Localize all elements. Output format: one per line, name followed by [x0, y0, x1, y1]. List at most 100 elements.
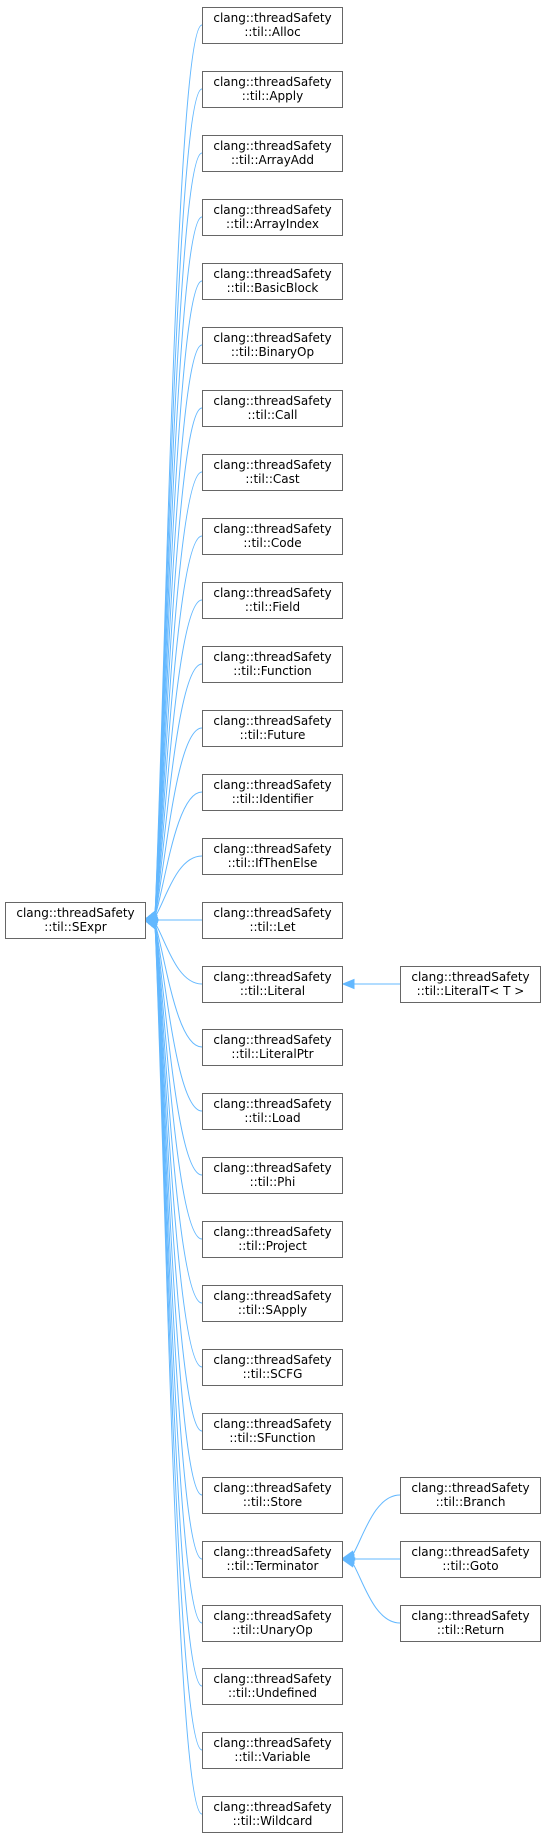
arrowhead-wildcard: [144, 919, 159, 930]
class-node-namespace: clang::threadSafety: [213, 1353, 331, 1367]
class-node-namespace: clang::threadSafety: [213, 714, 331, 728]
class-node-namespace: clang::threadSafety: [213, 75, 331, 89]
edge-scfg-to-sexpr: [154, 923, 203, 1368]
class-node-namespace: clang::threadSafety: [213, 1545, 331, 1559]
class-node-future[interactable]: clang::threadSafety::til::Future: [202, 710, 343, 747]
edge-code-to-sexpr: [154, 535, 203, 917]
class-node-name: ::til::Identifier: [232, 792, 314, 806]
class-node-box: [400, 966, 541, 1003]
class-node-arrayindex[interactable]: clang::threadSafety::til::ArrayIndex: [202, 199, 343, 236]
class-node-name: ::til::Branch: [436, 1495, 506, 1509]
class-node-function[interactable]: clang::threadSafety::til::Function: [202, 646, 343, 683]
class-node-box: [202, 199, 343, 236]
class-node-box: [202, 454, 343, 491]
class-node-project[interactable]: clang::threadSafety::til::Project: [202, 1221, 343, 1258]
class-node-namespace: clang::threadSafety: [213, 1736, 331, 1750]
class-node-sapply[interactable]: clang::threadSafety::til::SApply: [202, 1285, 343, 1322]
edge-return-to-terminator: [351, 1561, 401, 1624]
class-node-call[interactable]: clang::threadSafety::til::Call: [202, 390, 343, 427]
class-node-name: ::til::Apply: [242, 89, 303, 103]
edge-call-to-sexpr: [154, 407, 203, 917]
class-node-box: [202, 582, 343, 619]
class-node-sfunction[interactable]: clang::threadSafety::til::SFunction: [202, 1413, 343, 1450]
class-node-goto[interactable]: clang::threadSafety::til::Goto: [400, 1541, 541, 1578]
class-node-name: ::til::Wildcard: [233, 1814, 313, 1828]
class-node-apply[interactable]: clang::threadSafety::til::Apply: [202, 71, 343, 108]
class-node-scfg[interactable]: clang::threadSafety::til::SCFG: [202, 1349, 343, 1386]
edge-identifier-to-sexpr: [154, 791, 203, 917]
class-node-binaryop[interactable]: clang::threadSafety::til::BinaryOp: [202, 327, 343, 364]
class-node-name: ::til::ArrayIndex: [226, 217, 319, 231]
class-node-variable[interactable]: clang::threadSafety::til::Variable: [202, 1732, 343, 1769]
class-node-literalt[interactable]: clang::threadSafety::til::LiteralT< T >: [400, 966, 541, 1003]
class-node-name: ::til::Code: [243, 536, 301, 550]
class-node-box: [202, 1285, 343, 1322]
edge-project-to-sexpr: [154, 923, 203, 1240]
class-node-terminator[interactable]: clang::threadSafety::til::Terminator: [202, 1541, 343, 1578]
class-node-ifthenelse[interactable]: clang::threadSafety::til::IfThenElse: [202, 838, 343, 875]
class-node-namespace: clang::threadSafety: [213, 778, 331, 792]
class-node-box: [202, 7, 343, 44]
class-node-cast[interactable]: clang::threadSafety::til::Cast: [202, 454, 343, 491]
class-node-namespace: clang::threadSafety: [213, 331, 331, 345]
class-node-namespace: clang::threadSafety: [411, 970, 529, 984]
edge-literal-to-sexpr: [154, 922, 203, 985]
edge-cast-to-sexpr: [154, 471, 203, 917]
class-node-namespace: clang::threadSafety: [213, 394, 331, 408]
edge-branch-to-terminator: [351, 1494, 401, 1557]
class-node-namespace: clang::threadSafety: [411, 1609, 529, 1623]
class-node-branch[interactable]: clang::threadSafety::til::Branch: [400, 1477, 541, 1514]
class-node-name: ::til::Let: [249, 920, 295, 934]
class-node-code[interactable]: clang::threadSafety::til::Code: [202, 518, 343, 555]
class-node-load[interactable]: clang::threadSafety::til::Load: [202, 1093, 343, 1130]
class-node-namespace: clang::threadSafety: [213, 522, 331, 536]
class-node-box: [400, 1477, 541, 1514]
class-node-unaryop[interactable]: clang::threadSafety::til::UnaryOp: [202, 1605, 343, 1642]
class-node-name: ::til::LiteralT< T >: [417, 984, 525, 998]
class-node-basicblock[interactable]: clang::threadSafety::til::BasicBlock: [202, 263, 343, 300]
class-node-arrayadd[interactable]: clang::threadSafety::til::ArrayAdd: [202, 135, 343, 172]
class-node-alloc[interactable]: clang::threadSafety::til::Alloc: [202, 7, 343, 44]
class-node-box: [202, 263, 343, 300]
class-node-name: ::til::Load: [244, 1111, 300, 1125]
class-node-undefined[interactable]: clang::threadSafety::til::Undefined: [202, 1668, 343, 1705]
class-node-box: [400, 1541, 541, 1578]
class-node-namespace: clang::threadSafety: [213, 1481, 331, 1495]
class-node-wildcard[interactable]: clang::threadSafety::til::Wildcard: [202, 1796, 343, 1833]
class-node-namespace: clang::threadSafety: [213, 1161, 331, 1175]
class-node-box: [202, 1477, 343, 1514]
class-node-name: ::til::IfThenElse: [228, 856, 318, 870]
class-node-name: ::til::BasicBlock: [227, 281, 319, 295]
class-node-name: ::til::Cast: [245, 472, 300, 486]
class-node-let[interactable]: clang::threadSafety::til::Let: [202, 902, 343, 939]
class-node-namespace: clang::threadSafety: [213, 1225, 331, 1239]
arrowhead-return: [341, 1557, 356, 1568]
class-node-box: [202, 1541, 343, 1578]
class-node-identifier[interactable]: clang::threadSafety::til::Identifier: [202, 774, 343, 811]
class-node-literalptr[interactable]: clang::threadSafety::til::LiteralPtr: [202, 1029, 343, 1066]
class-node-namespace: clang::threadSafety: [213, 203, 331, 217]
edge-future-to-sexpr: [154, 727, 203, 917]
class-node-name: ::til::UnaryOp: [232, 1623, 312, 1637]
class-node-namespace: clang::threadSafety: [213, 11, 331, 25]
class-node-return[interactable]: clang::threadSafety::til::Return: [400, 1605, 541, 1642]
class-node-namespace: clang::threadSafety: [213, 650, 331, 664]
class-node-literal[interactable]: clang::threadSafety::til::Literal: [202, 966, 343, 1003]
class-node-namespace: clang::threadSafety: [213, 842, 331, 856]
class-node-field[interactable]: clang::threadSafety::til::Field: [202, 582, 343, 619]
class-node-namespace: clang::threadSafety: [213, 1672, 331, 1686]
class-node-box: [202, 1413, 343, 1450]
class-node-box: [202, 1093, 343, 1130]
class-node-sexpr[interactable]: clang::threadSafety::til::SExpr: [5, 902, 146, 939]
class-node-namespace: clang::threadSafety: [213, 1097, 331, 1111]
class-node-box: [202, 135, 343, 172]
class-node-box: [202, 1796, 343, 1833]
class-node-namespace: clang::threadSafety: [213, 139, 331, 153]
class-node-store[interactable]: clang::threadSafety::til::Store: [202, 1477, 343, 1514]
class-node-namespace: clang::threadSafety: [213, 586, 331, 600]
class-node-name: ::til::ArrayAdd: [231, 153, 314, 167]
class-node-box: [400, 1605, 541, 1642]
class-node-name: ::til::Project: [238, 1239, 307, 1253]
class-node-name: ::til::Future: [240, 728, 306, 742]
class-node-phi[interactable]: clang::threadSafety::til::Phi: [202, 1157, 343, 1194]
